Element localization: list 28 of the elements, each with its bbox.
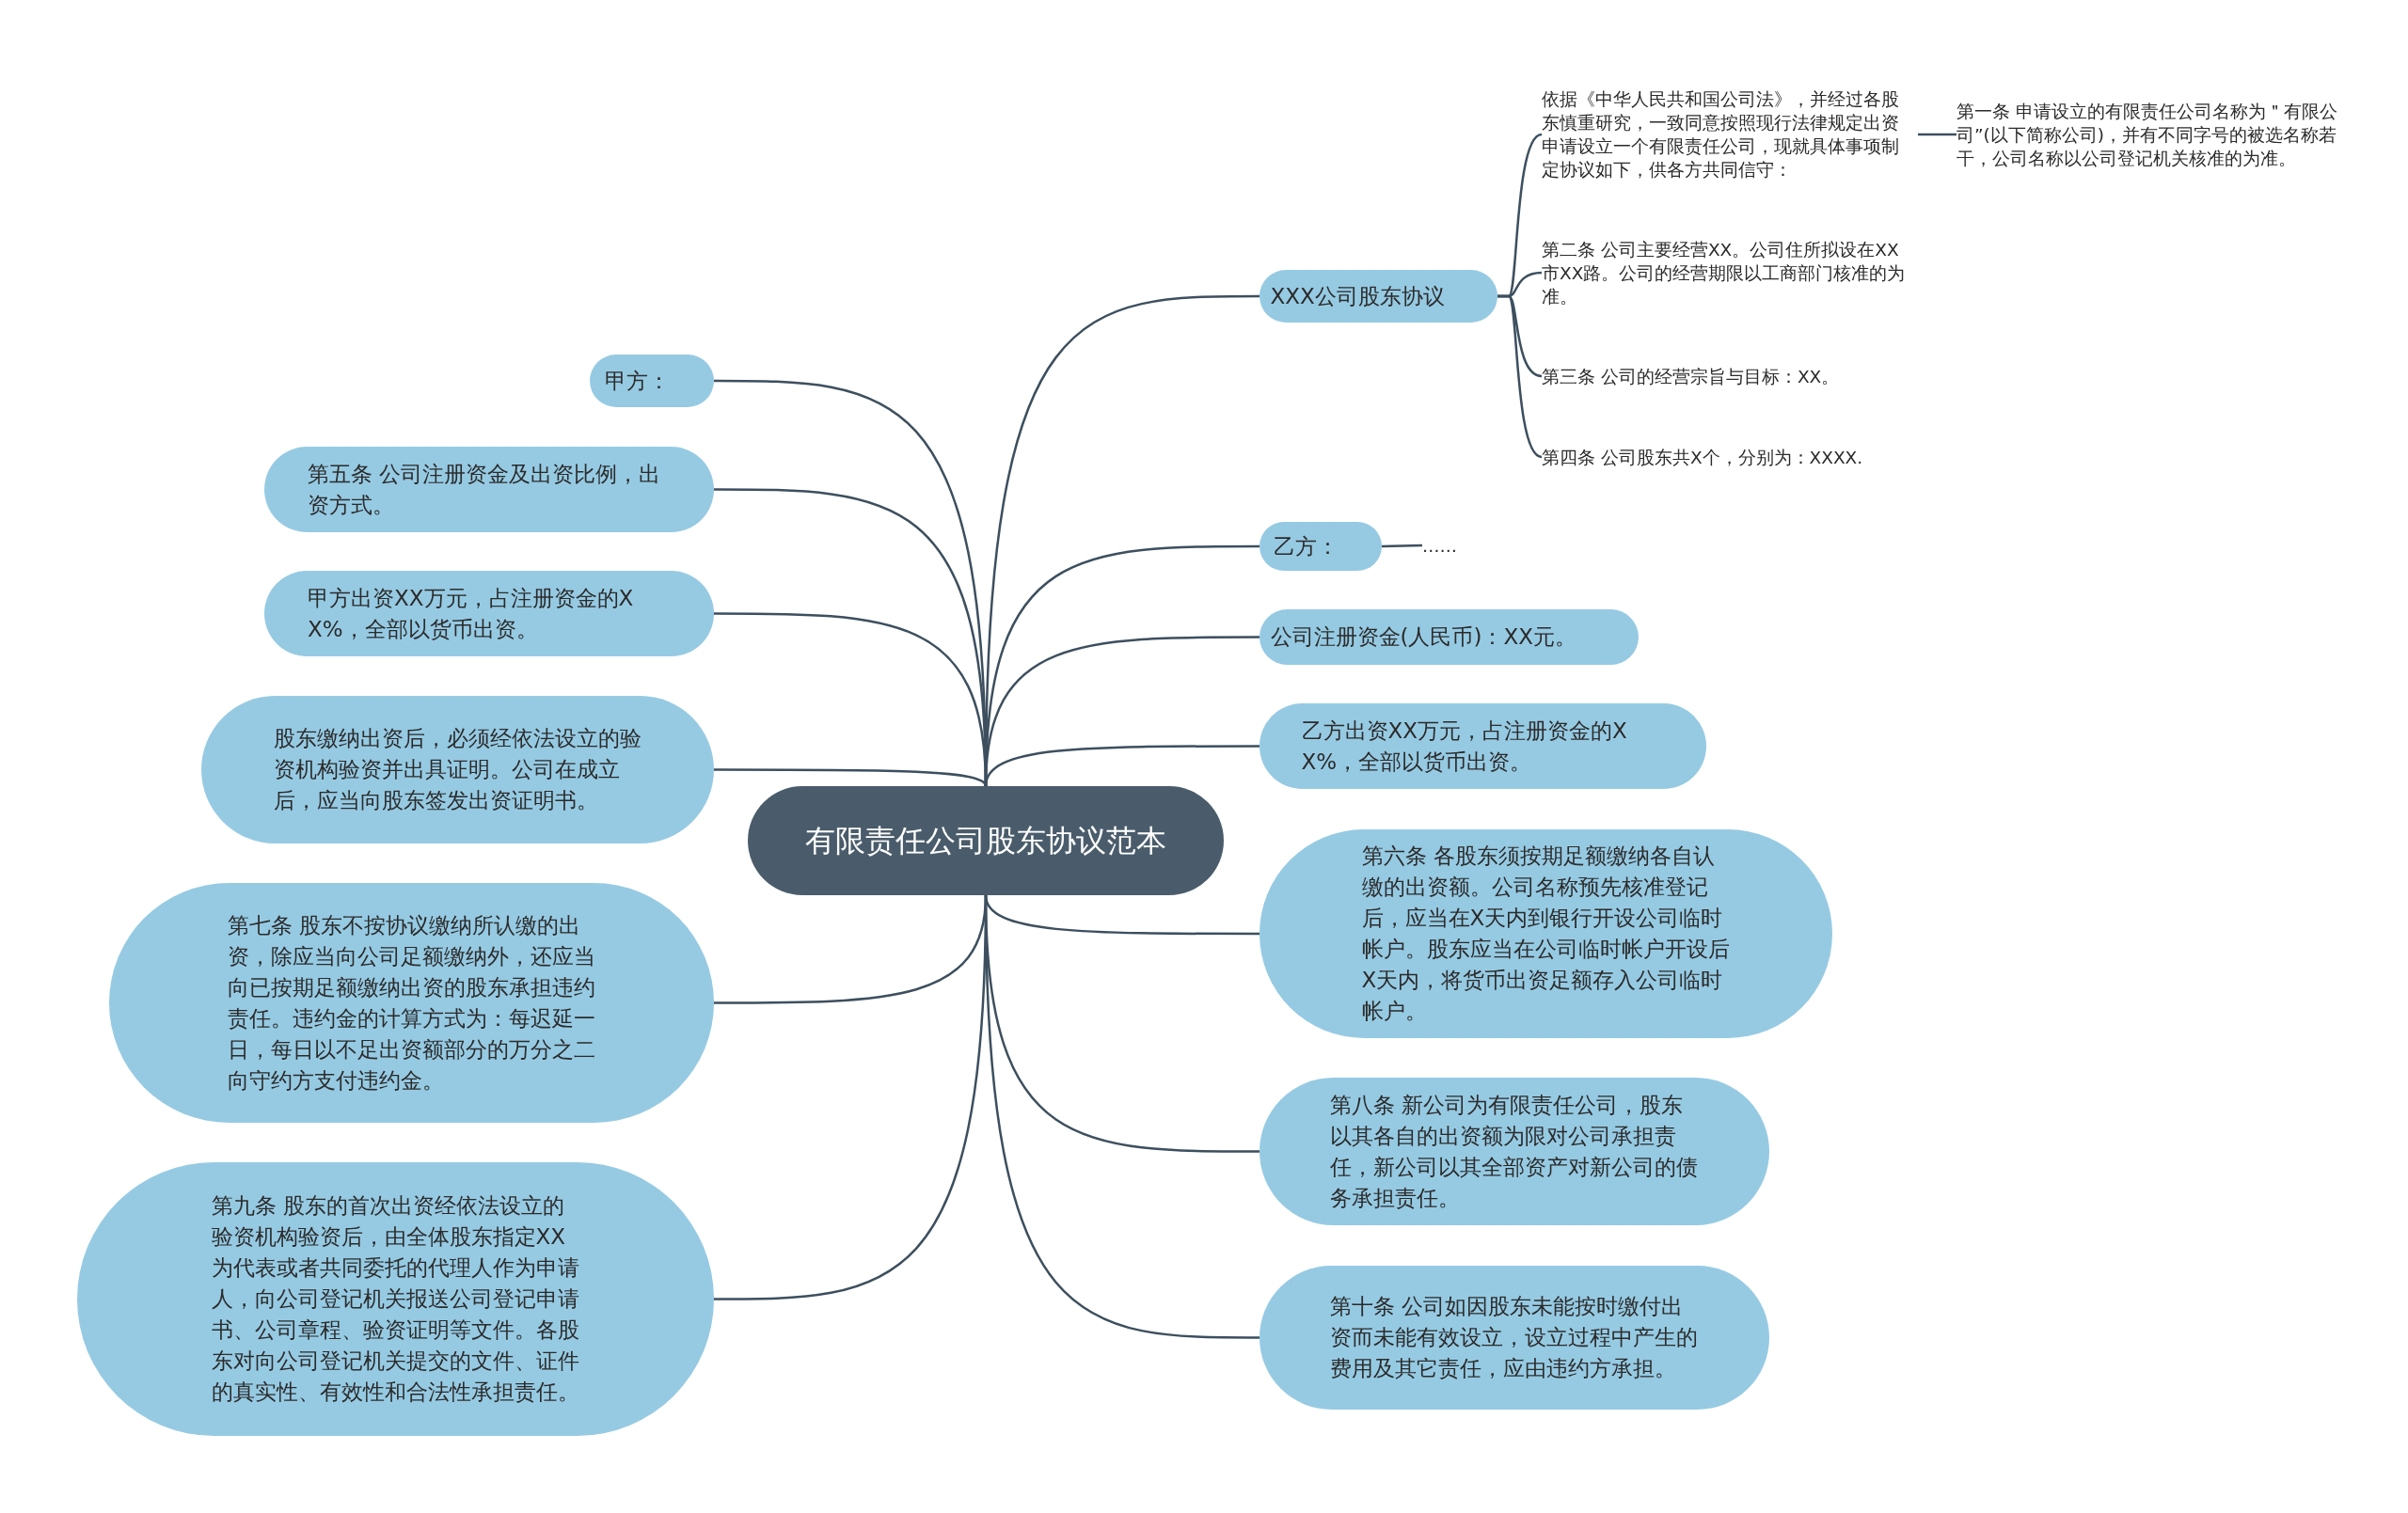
- branch-line: [1918, 133, 1956, 136]
- topic-text: 乙方出资XX万元，占注册资金的XX%，全部以货币出资。: [1301, 717, 1628, 776]
- branch-line: [714, 768, 988, 787]
- topic-pill: [1259, 270, 1497, 323]
- topic-text: 第七条 股东不按协议缴纳所认缴的出资，除应当向公司足额缴纳外，还应当向已按期足额缴纳出资的股东承担违约责任。违约金的计算方式为：每迟延一日，每日以不足出资额部分的万分之二向守约方支付违约金。: [227, 911, 596, 1095]
- branch-line: [1497, 294, 1543, 459]
- branch-line: [1381, 544, 1423, 548]
- branch-text: 依据《中华人民共和国公司法》，并经过各股东慎重研究，一致同意按照现行法律规定出资申请设立一个有限责任公司，现就具体事项制定协议如下，供各方共同信守：: [1542, 88, 1900, 181]
- branch-text: 第三条 公司的经营宗旨与目标：XX。: [1542, 365, 1841, 388]
- branch-text: ……: [1422, 534, 1458, 558]
- topic-pill: [1259, 522, 1382, 571]
- topic-text: 乙方：: [1274, 532, 1339, 560]
- branch-text: 第二条 公司主要经营XX。公司住所拟设在XX市XX路。公司的经营期限以工商部门核准的为准。: [1542, 238, 1907, 308]
- topic-text: 第九条 股东的首次出资经依法设立的验资机构验资后，由全体股东指定XX为代表或者共同委托的代理人作为申请人，向公司登记机关报送公司登记申请书、公司章程、验资证明等文件。各股东对向公司登记机关提交的文件、证件的真实性、有效性和合法性承担责任。: [211, 1192, 580, 1406]
- topic-text: 股东缴纳出资后，必须经依法设立的验资机构验资并出具证明。公司在成立后，应当向股东签发出资证明书。: [273, 725, 642, 814]
- topic-text: 第八条 新公司为有限责任公司，股东以其各自的出资额为限对公司承担责任，新公司以其全部资产对新公司的债务承担责任。: [1330, 1091, 1699, 1212]
- branch-text: 第一条 申请设立的有限责任公司名称为＂有限公司”(以下简称公司)，并有不同字号的被选名称若干，公司名称以公司登记机关核准的为准。: [1956, 100, 2338, 170]
- branch-line: [714, 894, 988, 1300]
- branch-text: 第四条 公司股东共X个，分别为：XXXX.: [1542, 446, 1864, 469]
- topic-text: 甲方：: [605, 367, 671, 395]
- topic-text: 有限责任公司股东协议范本: [804, 822, 1167, 860]
- topic-text: 公司注册资金(人民币)：XX元。: [1270, 623, 1577, 651]
- topic-text: 第五条 公司注册资金及出资比例，出资方式。: [308, 460, 662, 519]
- topic-text: 第六条 各股东须按期足额缴纳各自认缴的出资额。公司名称预先核准登记后，应当在X天内到银行开设公司临时帐户。股东应当在公司临时帐户开设后X天内，将货币出资足额存入公司临时帐户。: [1361, 843, 1731, 1025]
- topic-text: 第十条 公司如因股东未能按时缴付出资而未能有效设立，设立过程中产生的费用及其它责任，应由违约方承担。: [1330, 1293, 1699, 1382]
- topic-text: XXX公司股东协议: [1270, 282, 1446, 310]
- topic-pill: [590, 355, 714, 407]
- topic-text: 甲方出资XX万元，占注册资金的XX%，全部以货币出资。: [308, 584, 635, 643]
